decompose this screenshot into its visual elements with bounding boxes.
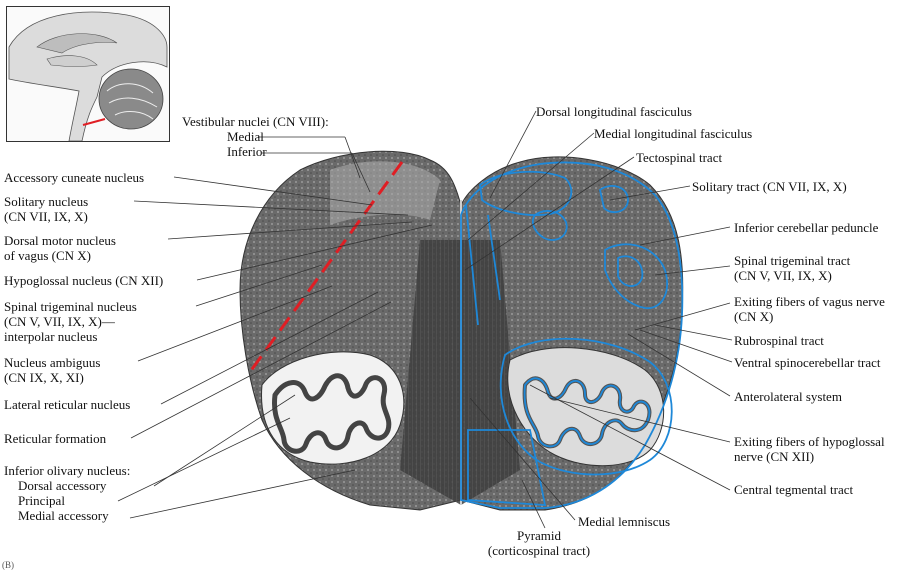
- section-cut-line: [248, 161, 404, 373]
- label-dorsal-longitudinal-fasciculus: Dorsal longitudinal fasciculus: [536, 104, 692, 119]
- label-inferior-olivary-nucleus: Inferior olivary nucleus: Dorsal accesso…: [4, 463, 131, 523]
- label-spinal-trigeminal-tract: Spinal trigeminal tract (CN V, VII, IX, …: [734, 253, 851, 283]
- label-spinal-trigeminal-nucleus: Spinal trigeminal nucleus (CN V, VII, IX…: [4, 299, 137, 344]
- label-anterolateral-system: Anterolateral system: [734, 389, 842, 404]
- label-rubrospinal-tract: Rubrospinal tract: [734, 333, 824, 348]
- label-vestibular-nuclei: Vestibular nuclei (CN VIII): Medial Infe…: [182, 114, 329, 159]
- label-lateral-reticular-nucleus: Lateral reticular nucleus: [4, 397, 131, 412]
- label-medial-lemniscus: Medial lemniscus: [578, 514, 671, 529]
- right-leader-lines: [464, 110, 733, 529]
- label-hypoglossal-nucleus: Hypoglossal nucleus (CN XII): [4, 273, 164, 288]
- label-ventral-spinocerebellar-tract: Ventral spinocerebellar tract: [734, 355, 881, 370]
- label-reticular-formation: Reticular formation: [4, 431, 107, 446]
- label-nucleus-ambiguus: Nucleus ambiguus (CN IX, X, XI): [4, 355, 101, 385]
- right-outline-blue: [460, 161, 684, 509]
- label-dorsal-motor-nucleus: Dorsal motor nucleus of vagus (CN X): [4, 233, 116, 263]
- left-leader-lines: [117, 136, 433, 519]
- label-pyramid: Pyramid (corticospinal tract): [487, 528, 591, 558]
- brain-sagittal-sketch: [8, 11, 168, 142]
- label-accessory-cuneate: Accessory cuneate nucleus: [4, 170, 145, 185]
- label-exiting-vagus-fibers: Exiting fibers of vagus nerve (CN X): [734, 294, 885, 324]
- label-tectospinal-tract: Tectospinal tract: [636, 150, 723, 165]
- label-central-tegmental-tract: Central tegmental tract: [734, 482, 854, 497]
- label-medial-longitudinal-fasciculus: Medial longitudinal fasciculus: [594, 126, 753, 141]
- label-solitary-nucleus: Solitary nucleus (CN VII, IX, X): [4, 194, 89, 224]
- figure-tag: (B): [2, 560, 14, 570]
- label-solitary-tract: Solitary tract (CN VII, IX, X): [692, 179, 847, 194]
- label-inferior-cerebellar-peduncle: Inferior cerebellar peduncle: [734, 220, 879, 235]
- label-exiting-hypoglossal-fibers: Exiting fibers of hypoglossal nerve (CN …: [734, 434, 885, 464]
- brain-inset: [6, 6, 170, 142]
